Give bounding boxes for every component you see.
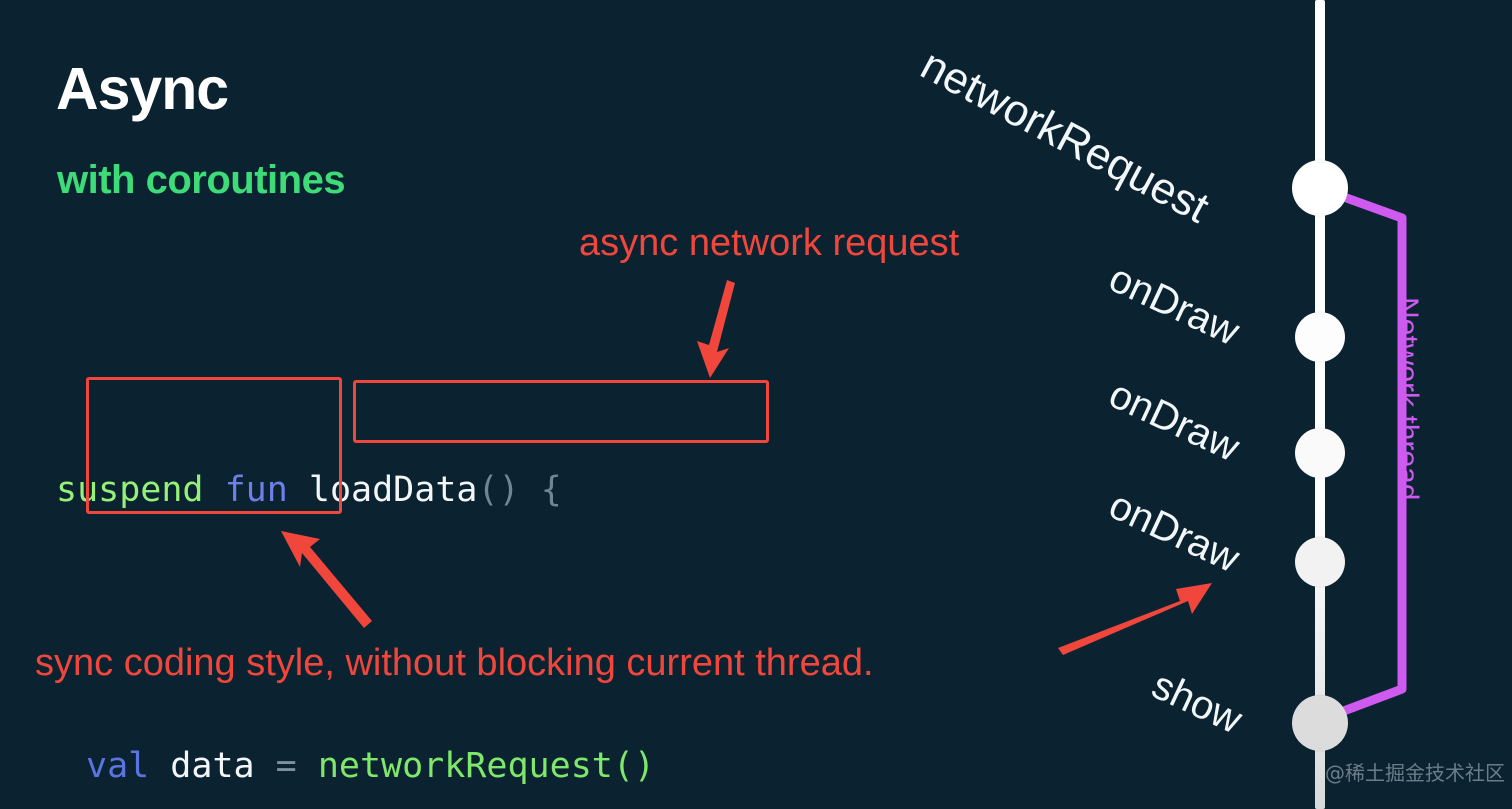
timeline-label-networkrequest: networkRequest <box>912 40 1217 233</box>
timeline-dot-show <box>1292 695 1348 751</box>
code-line-1: suspend fun loadData() { <box>56 456 655 525</box>
parens-empty: () <box>477 470 520 510</box>
timeline-dot-networkrequest <box>1292 160 1348 216</box>
brace-open: { <box>540 470 562 510</box>
arrow-to-timeline <box>1058 583 1212 655</box>
annotation-async-network-request: async network request <box>579 222 960 264</box>
timeline-dot-ondraw-2 <box>1295 428 1345 478</box>
timeline-label-ondraw-3: onDraw <box>1102 483 1246 582</box>
code-line-2: val data = networkRequest() <box>56 732 655 801</box>
timeline-dot-ondraw-3 <box>1295 537 1345 587</box>
watermark: @稀土掘金技术社区 <box>1325 761 1505 785</box>
timeline-label-ondraw-1: onDraw <box>1102 256 1246 355</box>
page-subtitle: with coroutines <box>57 158 346 202</box>
code-block: suspend fun loadData() { val data = netw… <box>56 318 655 809</box>
timeline-label-ondraw-2: onDraw <box>1102 372 1246 471</box>
keyword-suspend: suspend <box>56 470 204 510</box>
page-title: Async <box>56 56 229 122</box>
identifier-data: data <box>170 746 255 786</box>
call-networkrequest: networkRequest() <box>317 746 655 786</box>
keyword-val: val <box>86 746 150 786</box>
network-thread-label: Network thread <box>1391 297 1424 501</box>
timeline-label-show: show <box>1145 663 1249 743</box>
function-name-loaddata: loadData <box>308 470 478 510</box>
main-thread-timeline <box>1315 0 1325 809</box>
operator-assign: = <box>275 746 297 786</box>
timeline-dot-ondraw-1 <box>1295 312 1345 362</box>
keyword-fun: fun <box>224 470 288 510</box>
arrow-to-network-request-box <box>697 280 735 378</box>
annotation-sync-coding-style: sync coding style, without blocking curr… <box>35 642 874 684</box>
